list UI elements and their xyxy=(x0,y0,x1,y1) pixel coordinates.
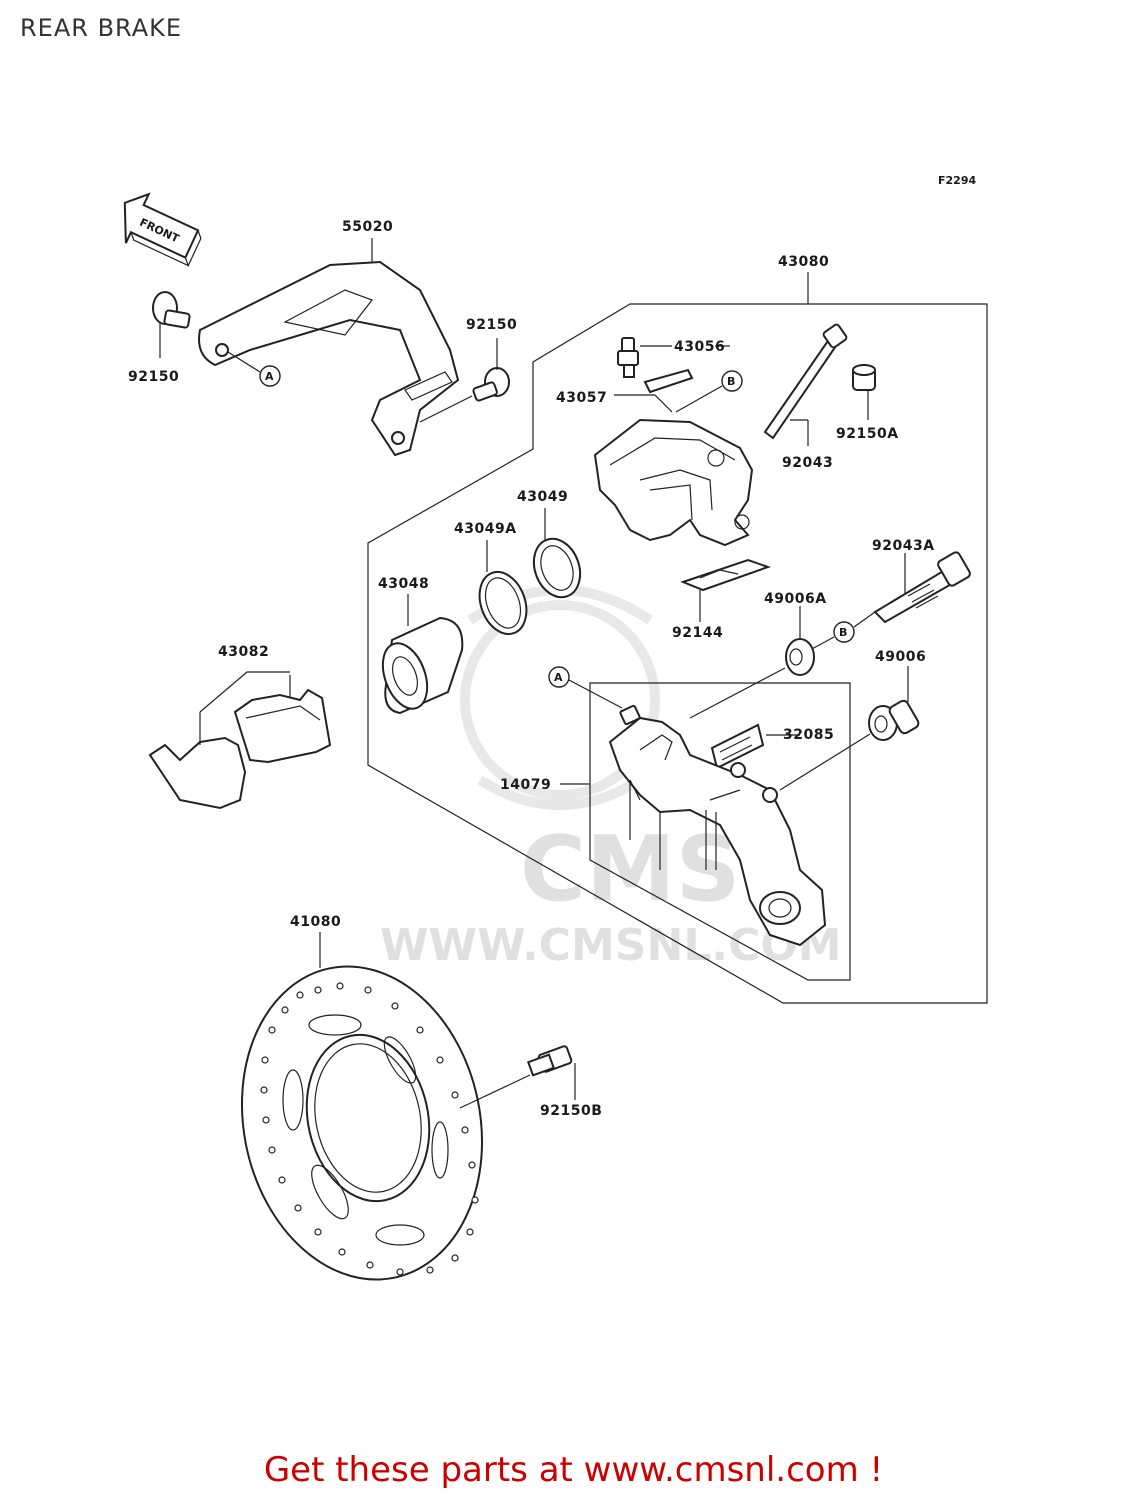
svg-text:A: A xyxy=(265,370,274,383)
reference-marker-b-lower: B xyxy=(809,611,876,651)
bracket-subframe xyxy=(589,682,851,981)
callout-55020: 55020 xyxy=(342,219,393,235)
callout-43082: 43082 xyxy=(218,644,269,660)
front-direction-arrow: FRONT xyxy=(123,192,202,268)
caliper-slide-pin xyxy=(763,323,848,446)
callout-43048: 43048 xyxy=(378,576,429,592)
bleeder-valve xyxy=(617,337,672,378)
callout-43056: 43056 xyxy=(674,339,725,355)
callout-92150-left: 92150 xyxy=(128,369,179,385)
watermark-url: WWW.CMSNL.COM xyxy=(380,920,842,971)
callout-49006a: 49006A xyxy=(764,591,827,607)
brake-pads xyxy=(148,671,332,810)
caliper-assembly-frame xyxy=(367,303,988,1004)
callout-92150a: 92150A xyxy=(836,426,899,442)
piston-seal-43049a xyxy=(478,540,528,635)
callout-92043: 92043 xyxy=(782,455,833,471)
callout-92150b: 92150B xyxy=(540,1103,602,1119)
bracket-pin xyxy=(873,551,971,624)
svg-text:A: A xyxy=(554,671,563,684)
callout-43057: 43057 xyxy=(556,390,607,406)
reference-marker-b-upper: B xyxy=(675,370,743,413)
svg-text:B: B xyxy=(839,626,847,639)
svg-text:B: B xyxy=(727,375,735,388)
exploded-parts-diagram: CMS WWW.CMSNL.COM F2294 FRONT xyxy=(123,174,988,1281)
pin-boot-49006 xyxy=(779,666,920,791)
cta-link-text[interactable]: Get these parts at www.cmsnl.com ! xyxy=(263,1450,884,1490)
reference-marker-a-upper: A xyxy=(227,351,281,387)
caliper-piston xyxy=(381,594,464,715)
caliper-body xyxy=(593,418,754,547)
callout-41080: 41080 xyxy=(290,914,341,930)
caliper-mount-bracket xyxy=(198,238,460,457)
disc-bolt xyxy=(459,1045,576,1109)
piston-seal-43049 xyxy=(532,508,582,599)
bracket-bolt-right xyxy=(419,338,510,423)
cms-watermark: CMS WWW.CMSNL.COM xyxy=(380,585,842,971)
callout-43049: 43049 xyxy=(517,489,568,505)
pin-boot-49006a xyxy=(689,606,815,719)
callout-92043a: 92043A xyxy=(872,538,935,554)
callout-92144: 92144 xyxy=(672,625,723,641)
pad-spring xyxy=(680,558,772,622)
reference-marker-a-lower: A xyxy=(548,666,623,709)
caliper-bracket xyxy=(560,704,827,947)
bracket-bolt-left xyxy=(152,291,191,358)
page-title: REAR BRAKE xyxy=(20,14,183,42)
bleeder-cap xyxy=(614,368,694,413)
callout-14079: 14079 xyxy=(500,777,551,793)
callout-32085: 32085 xyxy=(783,727,834,743)
callout-92150-right: 92150 xyxy=(466,317,517,333)
callout-43080: 43080 xyxy=(778,254,829,270)
pad-retainer xyxy=(710,723,800,770)
callout-49006: 49006 xyxy=(875,649,926,665)
figure-code: F2294 xyxy=(938,174,976,187)
brake-disc xyxy=(240,965,484,1281)
slide-pin-boot xyxy=(852,364,876,420)
callout-43049a: 43049A xyxy=(454,521,517,537)
